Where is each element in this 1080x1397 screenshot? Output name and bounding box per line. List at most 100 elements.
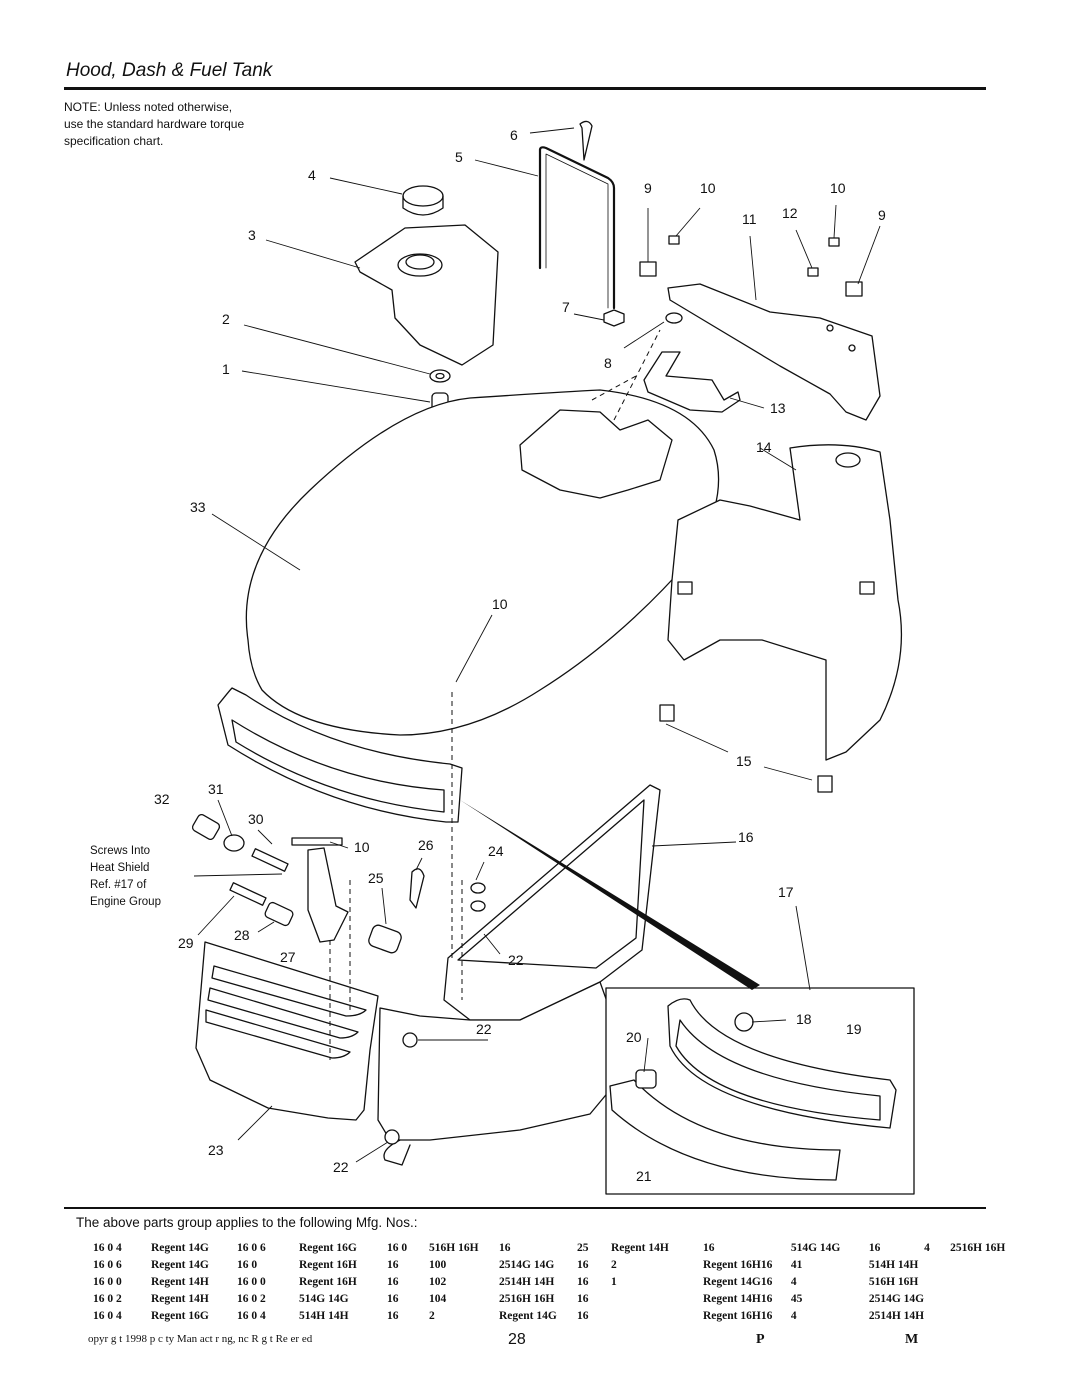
callout-5: 5 (455, 149, 463, 165)
callout-32: 32 (154, 791, 170, 807)
callout-10: 10 (700, 180, 716, 196)
callout-22: 22 (333, 1159, 349, 1175)
callout-21: 21 (636, 1168, 652, 1184)
tank-neck (397, 253, 443, 277)
bolt (251, 848, 289, 872)
callout-30: 30 (248, 811, 264, 827)
mfg-cell: 514G 14G (790, 1241, 841, 1254)
mfg-cell: 2516H 16H (499, 1292, 555, 1305)
mfg-cell: 16 (868, 1241, 881, 1254)
mfg-cell: Regent 14H (611, 1241, 669, 1254)
callout-28: 28 (234, 927, 250, 943)
mfg-cell: 16 0 4 (237, 1309, 266, 1322)
mfg-cell: Regent 16H (703, 1309, 761, 1322)
callout-19: 19 (846, 1021, 862, 1037)
mfg-cell: 1 (611, 1275, 617, 1288)
mfg-cell: 16 (760, 1292, 773, 1305)
callout-9: 9 (878, 207, 886, 223)
brand-right: M (905, 1332, 919, 1347)
callout-24: 24 (488, 843, 504, 859)
mfg-cell: 16 0 0 (93, 1275, 122, 1288)
callout-31: 31 (208, 781, 224, 797)
mfg-cell: 16 (703, 1241, 715, 1254)
mfg-cell: Regent 14G (151, 1241, 209, 1254)
mfg-cell: 2516H 16H (950, 1241, 1006, 1254)
callout-23: 23 (208, 1142, 224, 1158)
mfg-cell: 4 (790, 1275, 797, 1288)
title-rule (64, 87, 986, 90)
mfg-cell: 104 (429, 1292, 447, 1305)
exploded-parts-diagram: 6 5 4 3 2 1 9 10 10 11 12 9 7 8 13 14 33… (90, 120, 915, 1195)
mfg-cell: 16 0 (387, 1241, 408, 1254)
mfg-cell: 100 (429, 1258, 447, 1271)
mfg-cell: 16 0 6 (237, 1241, 266, 1254)
mfg-cell: 16 (387, 1309, 399, 1322)
callout-13: 13 (770, 400, 786, 416)
mfg-cell: Regent 14G (499, 1309, 557, 1322)
clip-nut (845, 281, 863, 297)
callout-17: 17 (778, 884, 794, 900)
screws-note-line: Engine Group (90, 896, 161, 908)
callout-4: 4 (308, 167, 316, 183)
mfg-cell: 102 (429, 1275, 447, 1288)
mfg-cell: 516H 16H (868, 1275, 919, 1288)
dash-support-rail (667, 283, 881, 421)
nut (470, 882, 486, 894)
mfg-cell (950, 1274, 1040, 1291)
callout-20: 20 (626, 1029, 642, 1045)
mfg-cell: 16 (387, 1258, 399, 1271)
mfg-cell (924, 1274, 950, 1291)
mfg-cell: 16 0 0 (237, 1275, 266, 1288)
mfg-cell: 16 0 (237, 1258, 258, 1271)
mfg-cell: 2 (429, 1309, 435, 1322)
callout-2: 2 (222, 311, 230, 327)
grommet (429, 369, 451, 383)
screws-note-line: Screws Into (90, 845, 150, 857)
headlight-lens (667, 998, 897, 1129)
applies-statement: The above parts group applies to the fol… (76, 1215, 418, 1230)
callout-22: 22 (476, 1021, 492, 1037)
mfg-cell: 16 (760, 1258, 773, 1271)
page-title: Hood, Dash & Fuel Tank (66, 60, 273, 81)
mfg-cell (924, 1257, 950, 1274)
grommet (223, 834, 245, 852)
spacer (191, 814, 221, 840)
callout-7: 7 (562, 299, 570, 315)
mfg-cell: 4 (790, 1309, 797, 1322)
callout-29: 29 (178, 935, 194, 951)
mfg-cell: Regent 14H (151, 1275, 209, 1288)
screws-note-line: Heat Shield (90, 862, 149, 874)
brand-left: P (756, 1332, 765, 1347)
screws-note-line: Ref. #17 of (90, 879, 147, 891)
nut (603, 309, 625, 327)
mfg-cell: 16 (577, 1292, 589, 1305)
callout-10: 10 (830, 180, 846, 196)
mfg-cell (924, 1291, 950, 1308)
mfg-cell (950, 1291, 1040, 1308)
bolt (807, 267, 819, 277)
mfg-cell: 2514H 14H (499, 1275, 555, 1288)
hair-clip (579, 120, 593, 161)
bolt (291, 837, 343, 846)
callout-11: 11 (742, 211, 757, 227)
hair-pin (409, 868, 425, 909)
mfg-cell: 16 0 6 (93, 1258, 122, 1271)
washer (665, 312, 683, 324)
callout-22: 22 (508, 952, 524, 968)
mfg-cell: Regent 14G (703, 1275, 761, 1288)
fuel-tank (354, 224, 499, 366)
callout-3: 3 (248, 227, 256, 243)
torque-note: NOTE: Unless noted otherwise, use the st… (64, 99, 289, 150)
mfg-cell: 16 0 2 (237, 1292, 266, 1305)
mfg-cell: 16 (499, 1241, 511, 1254)
callout-10: 10 (492, 596, 508, 612)
mfg-cell (761, 1240, 791, 1257)
mfg-cell: 16 (577, 1258, 589, 1271)
mfg-cell: 16 (760, 1275, 773, 1288)
bushing (368, 924, 402, 954)
clip-nut (639, 261, 657, 277)
